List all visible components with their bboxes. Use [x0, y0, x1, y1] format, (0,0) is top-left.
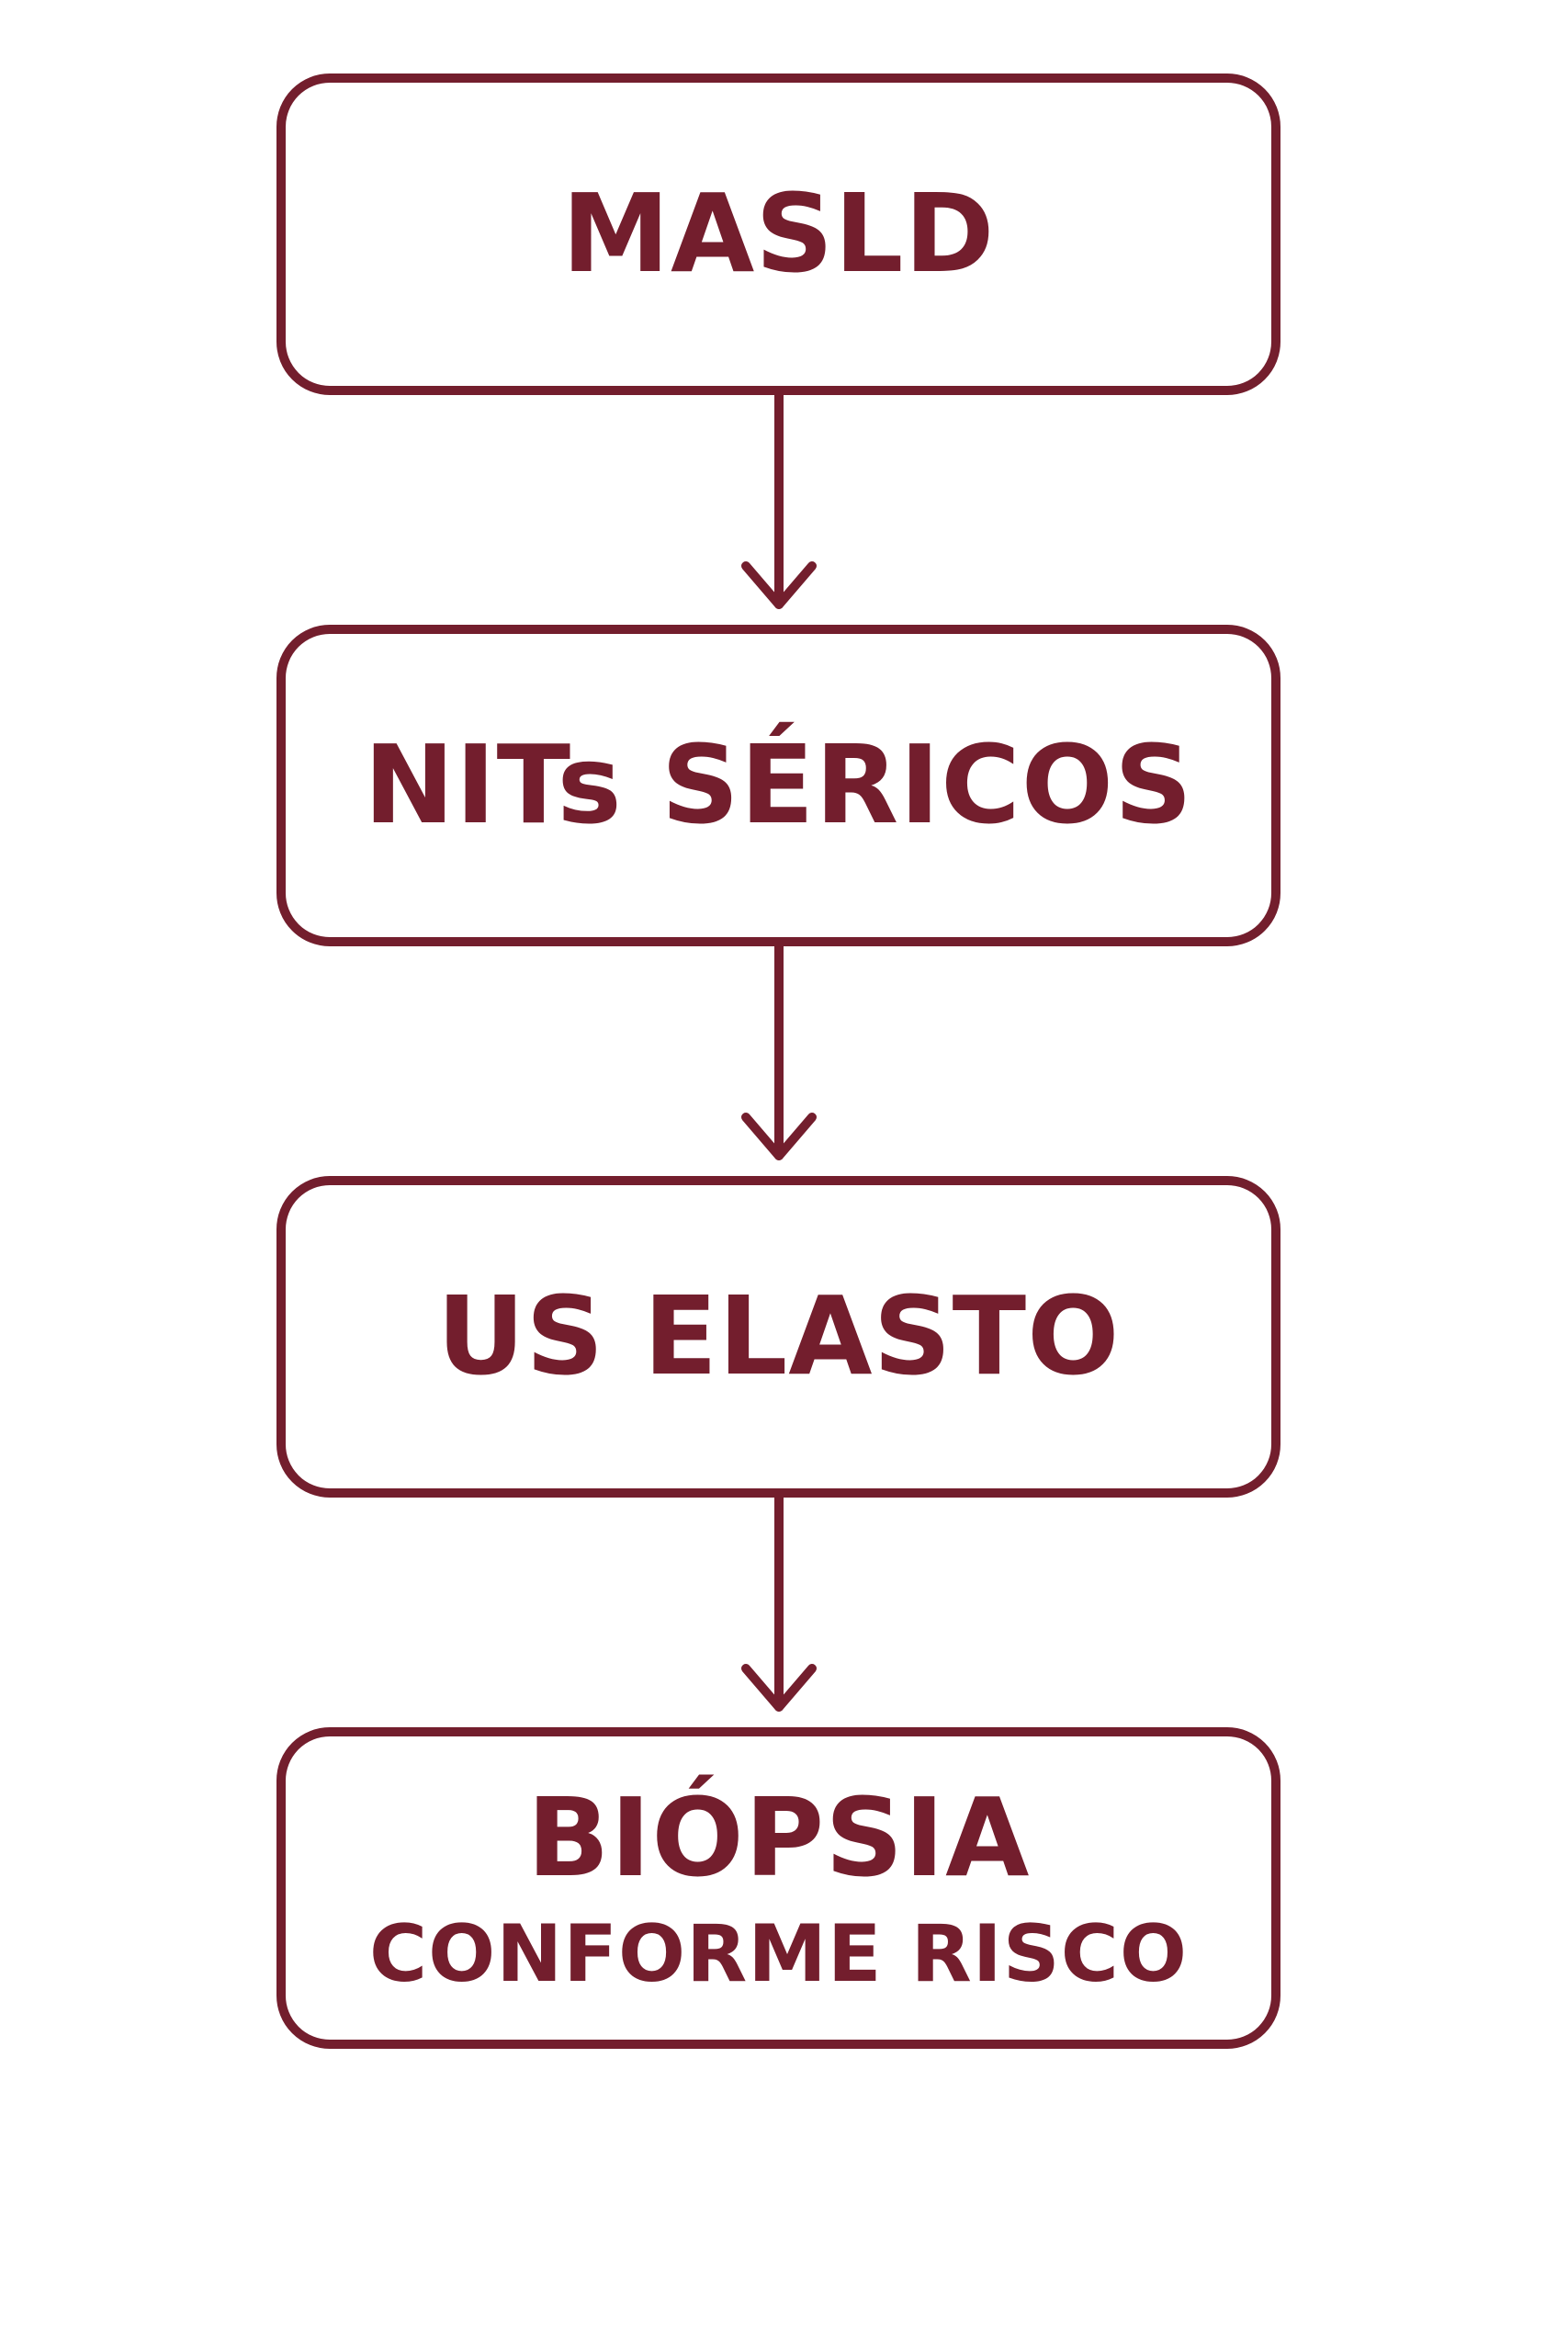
step-nits-sericos-box: NITs SÉRICOS [276, 625, 1280, 946]
arrow-1-to-2 [741, 390, 817, 609]
step-masld-box: MASLD [276, 74, 1280, 395]
step-biopsia-label: BIÓPSIA [526, 1773, 1031, 1901]
arrow-2-to-3 [741, 942, 817, 1160]
arrow-3-to-4 [741, 1493, 817, 1712]
step-nits-sericos-label: NITs SÉRICOS [363, 721, 1194, 849]
step-biopsia-box: BIÓPSIA CONFORME RISCO [276, 1727, 1280, 2049]
step-masld-label: MASLD [561, 170, 996, 298]
step-biopsia-sublabel: CONFORME RISCO [369, 1907, 1188, 2000]
step-us-elasto-label: US ELASTO [436, 1272, 1121, 1400]
step-us-elasto-box: US ELASTO [276, 1176, 1280, 1498]
